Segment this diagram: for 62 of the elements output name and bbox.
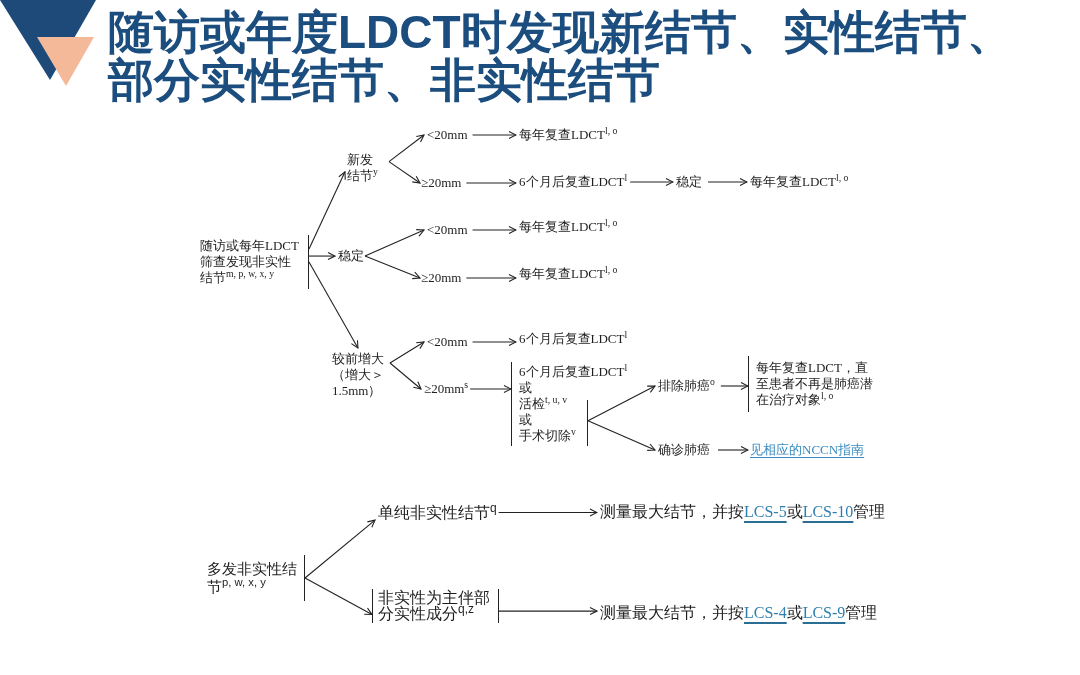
action-text: 每年复查LDCT$^{l, o}$ (519, 127, 618, 143)
arrow (389, 341, 425, 364)
or-text: 或 (519, 380, 532, 396)
category-label: 非实性为主伴部分实性成分$^{q,z}$ (372, 589, 499, 623)
arrow (469, 384, 512, 394)
arrow (498, 508, 598, 517)
arrow (465, 178, 517, 188)
arrow (388, 161, 421, 184)
slide-title: 随访或年度LDCT时发现新结节、实性结节、部分实性结节、非实性结节 (108, 8, 1014, 104)
action-text: 每年复查LDCT$^{l, o}$ (519, 219, 618, 235)
condition-text: 随访或每年LDCT筛查发现非实性结节$^{m, p, w, x, y}$ (200, 235, 309, 289)
arrow (388, 134, 425, 163)
option-text: 手术切除$^{v}$ (519, 428, 576, 444)
instruction-text: 测量最大结节，并按LCS-5或LCS-10管理 (600, 502, 886, 521)
action-text: 6个月后复查LDCT$^{l}$ (519, 331, 628, 347)
category-label: 稳定 (338, 248, 364, 264)
category-label: 新发结节$^{y}$ (347, 152, 380, 184)
arrow (308, 261, 359, 349)
guideline-link: LCS-4 (744, 604, 787, 621)
outcome-label: 确诊肺癌 (658, 442, 710, 458)
outcome-label: 排除肺癌$^{o}$ (658, 378, 715, 394)
option-text: 6个月后复查LDCT$^{l}$ (519, 364, 628, 380)
arrow (472, 130, 517, 140)
arrow (720, 381, 749, 391)
size-label: <20mm (427, 334, 468, 350)
instruction-text: 测量最大结节，并按LCS-4或LCS-9管理 (600, 603, 878, 622)
option-text: 活检$^{t, u, v}$ (519, 396, 568, 412)
arrow (629, 177, 674, 187)
status-label: 稳定 (676, 174, 702, 190)
guideline-link: LCS-5 (744, 503, 787, 520)
guideline-link: LCS-10 (802, 503, 854, 520)
arrow (498, 607, 598, 616)
size-label: ≥20mm (421, 270, 462, 286)
arrow (587, 420, 656, 451)
condition-text: 多发非实性结节$^{p, w, x, y}$ (207, 555, 305, 601)
action-text: 每年复查LDCT$^{l, o}$ (750, 174, 849, 190)
arrow (472, 337, 517, 347)
arrow (707, 177, 748, 187)
action-text: 每年复查LDCT$^{l, o}$ (519, 266, 618, 282)
category-label: 较前增大（增大＞1.5mm） (332, 351, 386, 399)
or-text: 或 (519, 412, 532, 428)
arrow (364, 229, 425, 257)
guideline-link: LCS-9 (802, 604, 846, 621)
option-list (511, 362, 628, 446)
arrow (304, 519, 376, 579)
guideline-link: 见相应的NCCN指南 (750, 442, 865, 458)
size-label: <20mm (427, 222, 468, 238)
arrow (389, 362, 422, 390)
arrow (304, 577, 373, 616)
size-label: <20mm (427, 127, 468, 143)
arrow (717, 445, 749, 455)
arrow (364, 255, 421, 280)
category-label: 单纯非实性结节$^{q}$ (378, 503, 497, 522)
arrow (472, 225, 517, 235)
size-label: ≥20mm$^{s}$ (424, 381, 469, 397)
arrow (587, 385, 656, 422)
action-text: 每年复查LDCT，直至患者不再是肺癌潜在治疗对象$^{l, o}$ (748, 356, 875, 412)
size-label: ≥20mm (421, 175, 462, 191)
arrow (308, 171, 346, 250)
arrow (465, 273, 517, 283)
action-text: 6个月后复查LDCT$^{l}$ (519, 174, 628, 190)
arrow (308, 252, 336, 261)
